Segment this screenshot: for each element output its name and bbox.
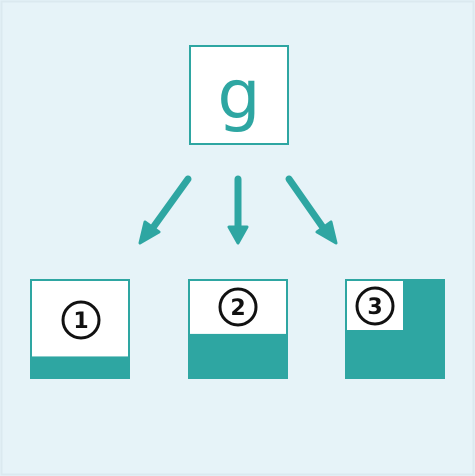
child-label: 3 xyxy=(367,295,382,320)
arrows xyxy=(138,175,338,245)
child-fill xyxy=(31,356,129,378)
arrow-left xyxy=(138,175,192,245)
label-circle xyxy=(218,287,258,327)
child-node-3: 3 xyxy=(345,279,445,379)
root-node: g xyxy=(189,45,289,145)
child-label: 1 xyxy=(73,309,88,334)
arrow-right xyxy=(285,175,338,245)
arrow-middle xyxy=(227,175,249,245)
child-fill xyxy=(189,333,287,378)
label-circle xyxy=(61,300,101,340)
label-circle xyxy=(355,286,395,326)
child-label: 2 xyxy=(230,296,245,321)
root-box xyxy=(189,45,289,145)
root-letter: g xyxy=(217,56,260,135)
child-node-2: 2 xyxy=(188,279,288,379)
child-node-1: 1 xyxy=(30,279,130,379)
